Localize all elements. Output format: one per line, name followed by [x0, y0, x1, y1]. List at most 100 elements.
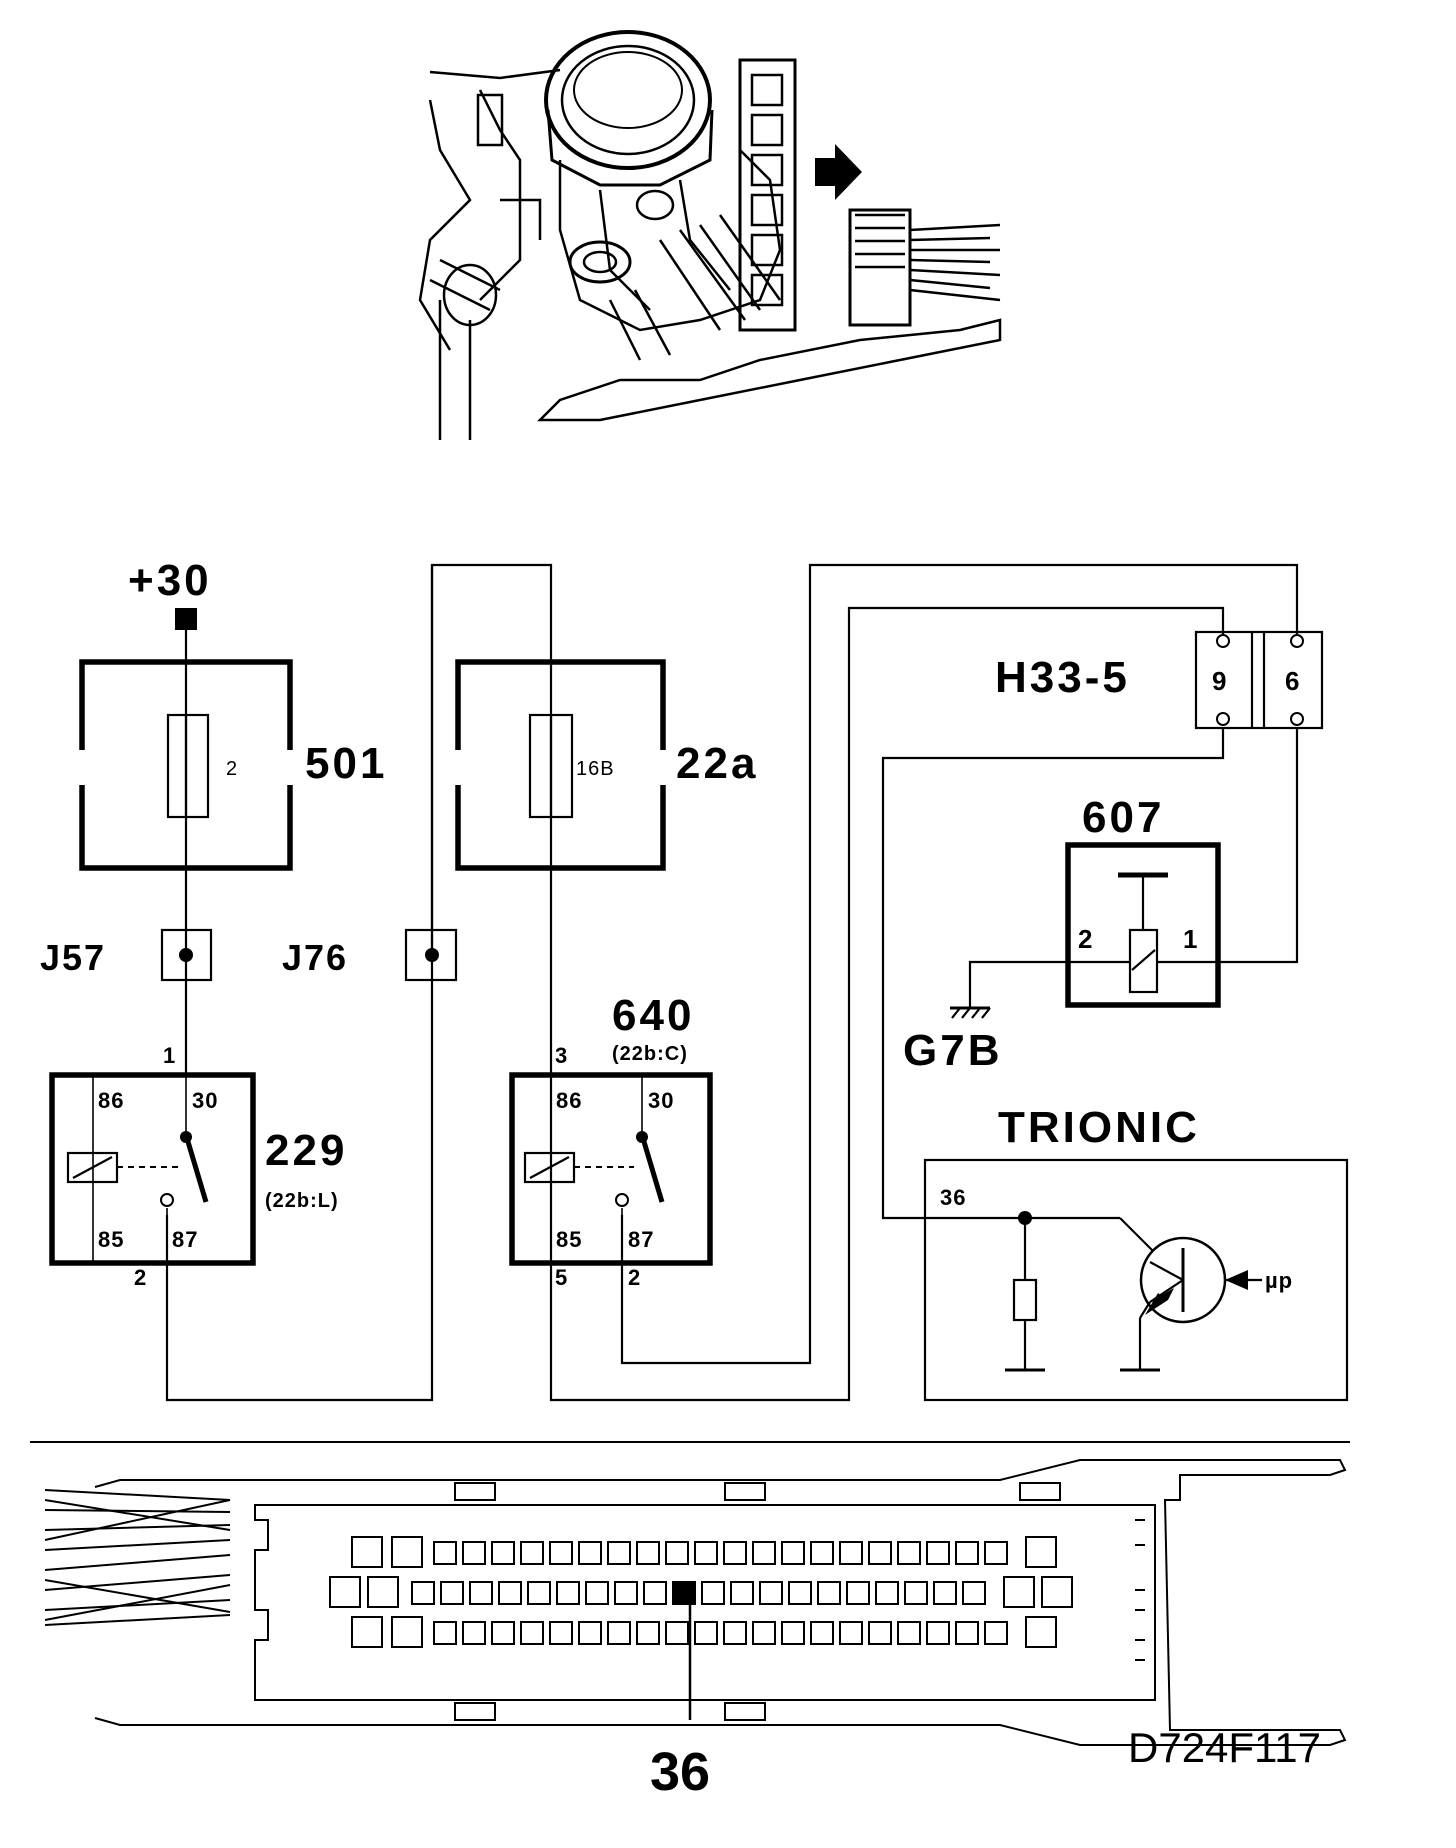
ecu-pin	[643, 1581, 667, 1605]
junction-j76: J76	[282, 928, 458, 982]
fuse-22a-label: 22a	[676, 739, 758, 788]
valve-607-label: 607	[1082, 793, 1164, 842]
ecu-signal-label: µp	[1265, 1268, 1293, 1293]
ecu-pin	[462, 1621, 486, 1645]
ecu-pin	[723, 1541, 747, 1565]
ecu-pin	[527, 1581, 551, 1605]
relay-229-pin-out: 2	[134, 1265, 147, 1290]
fuse-box-501: 2 501	[79, 659, 387, 871]
ecu-pin	[897, 1541, 921, 1565]
ecu-pin	[984, 1541, 1008, 1565]
ecu-pin	[636, 1621, 660, 1645]
ecu-pin	[665, 1541, 689, 1565]
ecu-pin	[578, 1621, 602, 1645]
ecu-pin-36-marker	[672, 1581, 696, 1605]
relay-229-term-87: 87	[172, 1227, 198, 1252]
solenoid-valve-607: 2 1 607	[1065, 793, 1221, 1008]
ecu-pin	[926, 1621, 950, 1645]
ecu-pin	[498, 1581, 522, 1605]
ecu-pin	[962, 1581, 986, 1605]
relay-229-label: 229	[265, 1126, 347, 1175]
relay-229-term-85: 85	[98, 1227, 124, 1252]
relay-640-pin-85: 5	[555, 1265, 568, 1290]
ecu-pin	[955, 1541, 979, 1565]
ecu-pin	[846, 1581, 870, 1605]
supply-label: +30	[128, 556, 212, 605]
ecu-pin	[520, 1621, 544, 1645]
ecu-pin	[875, 1581, 899, 1605]
throttle-body-illustration	[418, 30, 1002, 440]
ecu-pin	[955, 1621, 979, 1645]
ecu-pin	[491, 1541, 515, 1565]
relay-640-term-30: 30	[648, 1088, 674, 1113]
ecu-pin	[817, 1581, 841, 1605]
ecu-pin	[810, 1541, 834, 1565]
ecu-pin	[868, 1621, 892, 1645]
ecu-pin	[701, 1581, 725, 1605]
ecu-pin	[585, 1581, 609, 1605]
ecu-pin	[469, 1581, 493, 1605]
relay-229-term-30: 30	[192, 1088, 218, 1113]
ecu-pin	[549, 1621, 573, 1645]
ecu-pin	[636, 1541, 660, 1565]
relay-640-term-86: 86	[556, 1088, 582, 1113]
relay-640-pin-in: 3	[555, 1043, 568, 1068]
relay-640-pin-87: 2	[628, 1265, 641, 1290]
ecu-pin	[694, 1541, 718, 1565]
ecu-pin	[759, 1581, 783, 1605]
relay-640-term-85: 85	[556, 1227, 582, 1252]
ecu-pin	[694, 1621, 718, 1645]
fuse-box-22a: 16B 22a	[455, 659, 758, 871]
valve-607-pin-2: 2	[1078, 924, 1093, 954]
ecu-pin	[868, 1541, 892, 1565]
ecu-pin	[752, 1541, 776, 1565]
ecu-pin	[607, 1621, 631, 1645]
ecu-pin	[665, 1621, 689, 1645]
ecu-pin	[984, 1621, 1008, 1645]
ecu-pin	[549, 1541, 573, 1565]
relay-229: 86 30 85 87 1 2 229 (22b:L)	[49, 1043, 347, 1290]
junction-j76-label: J76	[282, 937, 348, 978]
relay-640-ref: (22b:C)	[612, 1043, 688, 1065]
ecu-pin	[433, 1621, 457, 1645]
fuse-501-number: 2	[226, 758, 238, 780]
valve-607-pin-1: 1	[1183, 924, 1198, 954]
drawing-code: D724F117	[1128, 1724, 1321, 1771]
ecu-pin	[440, 1581, 464, 1605]
ecu-pin	[614, 1581, 638, 1605]
ecu-connector-illustration	[44, 1459, 1347, 1746]
ecu-pin	[462, 1541, 486, 1565]
wires	[165, 563, 1299, 1402]
junction-j57-label: J57	[40, 937, 106, 978]
ecu-pin	[411, 1581, 435, 1605]
relay-229-term-86: 86	[98, 1088, 124, 1113]
ecu-pin	[788, 1581, 812, 1605]
ecu-pin-36: 36	[940, 1185, 966, 1210]
ecu-pin	[433, 1541, 457, 1565]
ground-g7b: G7B	[903, 1006, 1002, 1075]
ecu-pin	[926, 1541, 950, 1565]
ecu-pin	[897, 1621, 921, 1645]
connector-h33-5-label: H33-5	[995, 653, 1130, 702]
ecu-pin	[556, 1581, 580, 1605]
ecu-pin	[839, 1541, 863, 1565]
ecu-pin	[904, 1581, 928, 1605]
ecu-pin	[810, 1621, 834, 1645]
ground-g7b-label: G7B	[903, 1026, 1002, 1075]
connector-h33-5: 9 6 H33-5	[995, 630, 1324, 730]
relay-229-pin-in: 1	[163, 1043, 176, 1068]
ecu-label: TRIONIC	[998, 1103, 1200, 1152]
ecu-pin	[520, 1541, 544, 1565]
trionic-ecu: TRIONIC 36 µp	[923, 1103, 1349, 1402]
ecu-pin	[491, 1621, 515, 1645]
relay-229-ref: (22b:L)	[265, 1190, 339, 1212]
relay-640-term-87: 87	[628, 1227, 654, 1252]
connector-h33-5-pin-b: 6	[1285, 666, 1300, 696]
supply-node: +30	[128, 556, 212, 630]
junction-j57: J57	[40, 928, 213, 982]
ecu-pin	[781, 1541, 805, 1565]
fuse-501-label: 501	[305, 739, 387, 788]
connector-h33-5-pin-a: 9	[1212, 666, 1227, 696]
ecu-pin	[607, 1541, 631, 1565]
